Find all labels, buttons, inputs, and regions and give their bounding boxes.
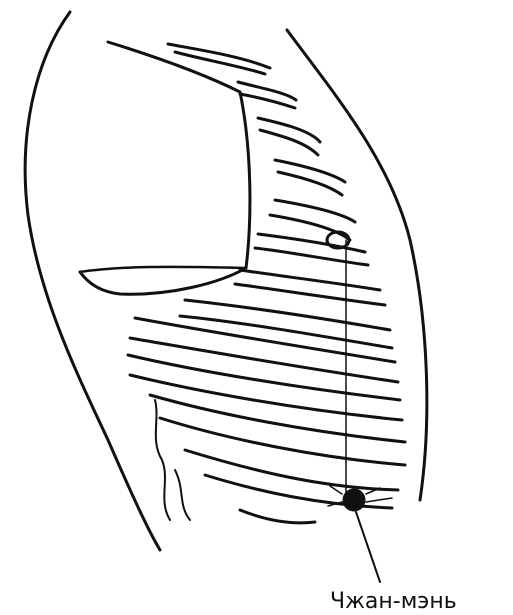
label-leader-line [356,512,380,582]
zhangmen-point-marker [343,489,365,511]
rib-10 [128,355,402,420]
rib-7 [235,270,385,305]
rib-11 [150,395,405,465]
rib-8 [180,300,392,348]
armpit-line [80,267,246,272]
zhangmen-label: Чжан-мэнь [330,589,457,614]
lower-rib-stub [240,510,315,523]
torso-back-outline [25,12,160,550]
rib-6 [255,234,368,265]
rib-2 [238,82,296,108]
rib-12 [185,450,398,508]
rib-4 [275,160,345,195]
arm-outline [80,42,250,294]
rib-3 [258,118,320,155]
rib-1 [168,44,270,74]
